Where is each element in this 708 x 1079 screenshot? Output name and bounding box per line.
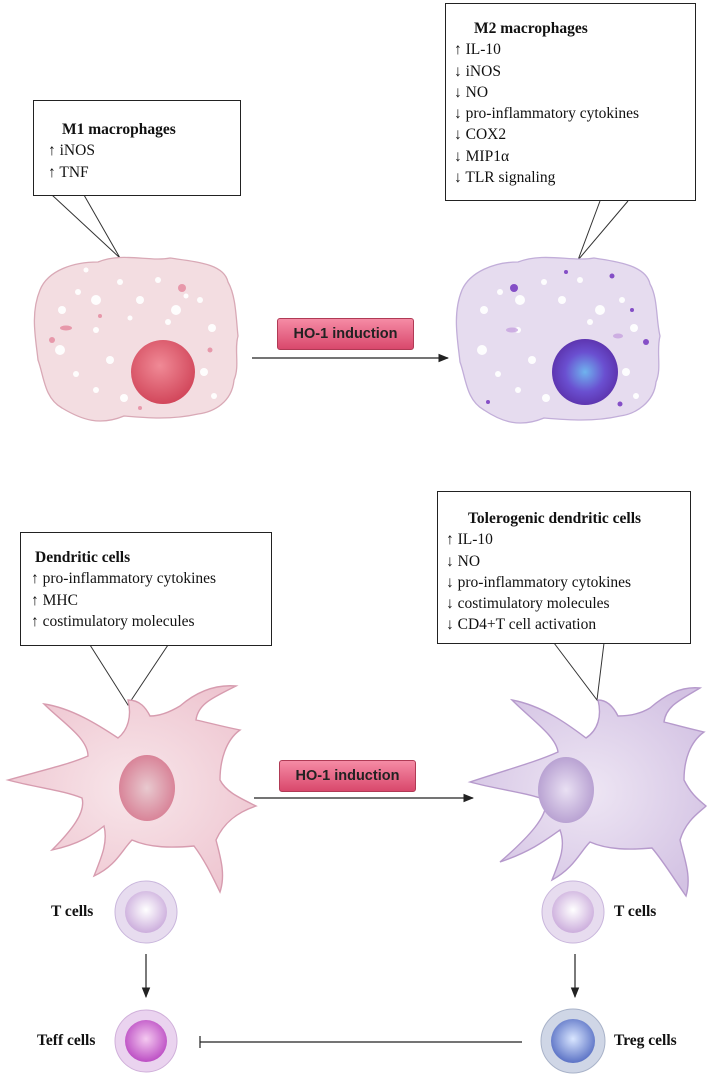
m1-title: M1 macrophages <box>62 121 176 138</box>
dc-item: ↑ MHC <box>31 591 78 609</box>
ho1-induction-badge-bottom: HO-1 induction <box>279 760 416 792</box>
m1-callout-box: M1 macrophages ↑ iNOS ↑ TNF <box>33 100 241 196</box>
treg-cells-label: Treg cells <box>614 1032 677 1049</box>
tdc-title: Tolerogenic dendritic cells <box>468 510 642 527</box>
tdc-callout-box: Tolerogenic dendritic cells ↑ IL-10 ↓ NO… <box>437 491 691 644</box>
m2-item: ↑ IL-10 <box>454 41 501 59</box>
teff-cell <box>114 1009 178 1073</box>
m1-item: ↑ iNOS <box>48 142 95 160</box>
tdc-item: ↓ NO <box>446 552 481 570</box>
t-cells-left-label: T cells <box>51 903 94 920</box>
tdc-item: ↓ CD4+T cell activation <box>446 616 597 634</box>
treg-cell <box>540 1008 606 1074</box>
m2-item: ↓ pro-inflammatory cytokines <box>454 105 640 123</box>
dc-item: ↑ costimulatory molecules <box>31 612 195 630</box>
m1-macrophage <box>33 256 239 422</box>
dc-item: ↑ pro-inflammatory cytokines <box>31 570 217 588</box>
m2-item: ↓ TLR signaling <box>454 169 556 187</box>
m1-item: ↑ TNF <box>48 163 89 181</box>
tdc-item: ↓ pro-inflammatory cytokines <box>446 573 632 591</box>
t-cell-right <box>541 880 605 944</box>
tolerogenic-dendritic-cell <box>467 687 708 898</box>
m2-item: ↓ NO <box>454 83 489 101</box>
tdc-item: ↓ costimulatory molecules <box>446 595 610 613</box>
t-cells-right-label: T cells <box>614 903 657 920</box>
t-cell-left <box>114 880 178 944</box>
dendritic-cell <box>5 685 258 894</box>
m2-item: ↓ iNOS <box>454 62 501 80</box>
m2-title: M2 macrophages <box>474 20 588 37</box>
m2-item: ↓ MIP1α <box>454 147 510 165</box>
teff-cells-label: Teff cells <box>37 1032 96 1049</box>
m2-macrophage <box>455 256 661 424</box>
dc-title: Dendritic cells <box>35 549 131 566</box>
m2-item: ↓ COX2 <box>454 126 507 144</box>
m2-callout-box: M2 macrophages ↑ IL-10 ↓ iNOS ↓ NO ↓ pro… <box>445 3 696 201</box>
inhibition-line <box>199 1036 522 1048</box>
tdc-item: ↑ IL-10 <box>446 531 493 549</box>
ho1-induction-badge-top: HO-1 induction <box>277 318 414 350</box>
callout-pointers <box>51 194 629 706</box>
dc-callout-box: Dendritic cells ↑ pro-inflammatory cytok… <box>20 532 272 646</box>
